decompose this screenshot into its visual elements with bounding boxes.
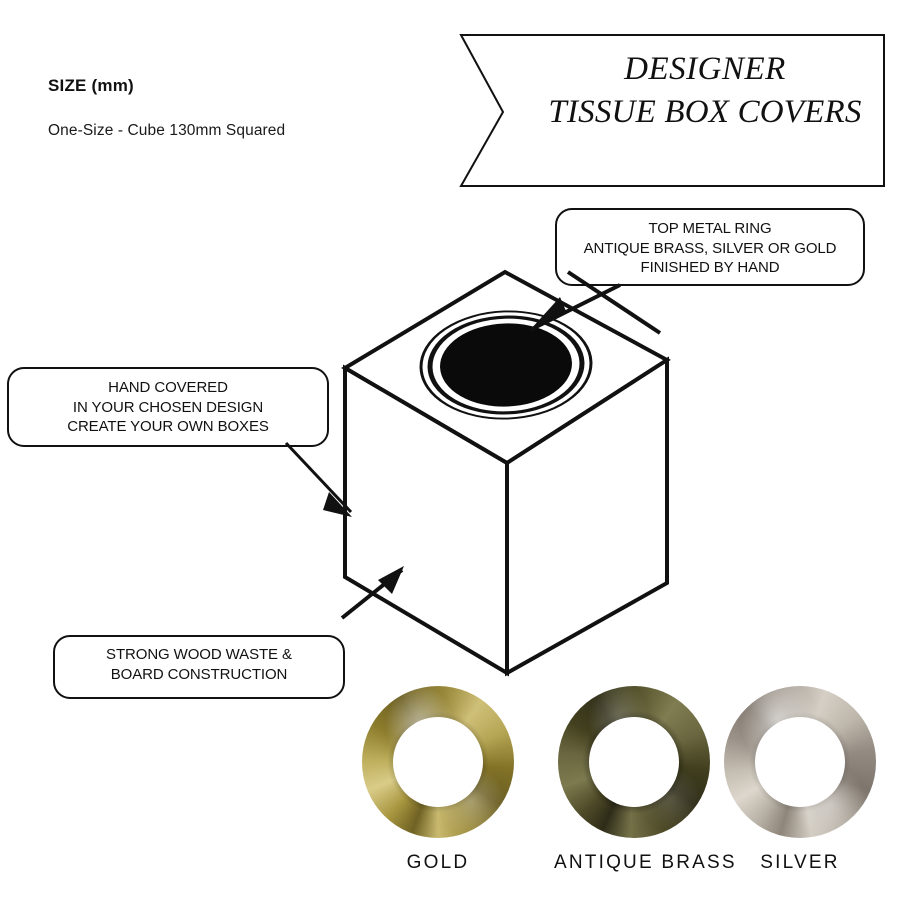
finish-swatch-silver[interactable]: SILVER — [720, 686, 880, 874]
leader-line-construction — [340, 566, 404, 620]
grommet-ring-silver-icon — [724, 686, 876, 838]
cube-right-face — [505, 356, 669, 677]
leader-line-hand-covered — [284, 441, 353, 517]
size-title-unit: (mm) — [91, 76, 134, 95]
size-title: SIZE (mm) — [48, 76, 428, 96]
ribbon-banner-shape — [459, 34, 885, 187]
size-block: SIZE (mm) One-Size - Cube 130mm Squared — [48, 76, 428, 140]
finish-swatch-gold[interactable]: GOLD — [358, 686, 518, 874]
callout-construction-box — [53, 635, 345, 699]
finish-swatch-row: GOLD ANTIQUE BRASS SILVER — [352, 686, 892, 886]
finish-label-antique-brass: ANTIQUE BRASS — [554, 852, 737, 873]
callout-hand-covered-box — [7, 367, 329, 447]
grommet-hole — [589, 717, 679, 807]
finish-swatch-antique-brass[interactable]: ANTIQUE BRASS — [554, 686, 737, 874]
size-value: One-Size - Cube 130mm Squared — [48, 122, 286, 139]
leader-line-top-ring — [529, 270, 662, 335]
top-ring-opening — [419, 310, 593, 420]
size-title-label: SIZE — [48, 76, 87, 95]
grommet-hole — [393, 717, 483, 807]
grommet-hole — [755, 717, 845, 807]
callout-top-metal-ring-box — [555, 208, 865, 286]
grommet-ring-gold-icon — [362, 686, 514, 838]
finish-label-silver: SILVER — [760, 852, 840, 873]
grommet-ring-antique-brass-icon — [558, 686, 710, 838]
finish-label-gold: GOLD — [406, 852, 470, 873]
